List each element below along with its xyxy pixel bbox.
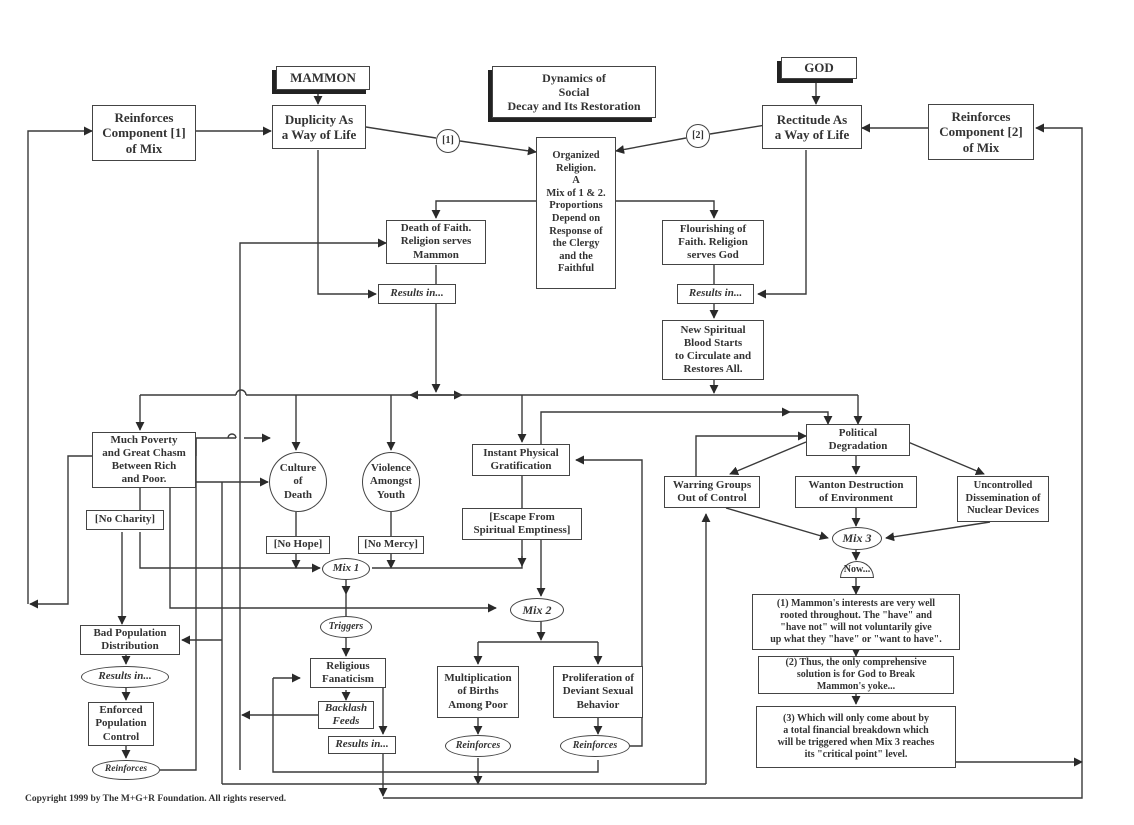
edge-rectitude-results	[757, 150, 807, 299]
edge-instant-up	[540, 407, 791, 444]
reinforces-deviant: Reinforces	[560, 735, 630, 757]
reinforces-component-1: Reinforces Component [1] of Mix	[92, 105, 196, 161]
edge-warring-mix3	[725, 507, 829, 541]
step-3-financial-breakdown: (3) Which will only come about by a tota…	[756, 706, 956, 768]
diagram-title: Dynamics of Social Decay and Its Restora…	[492, 66, 656, 118]
triggers: Triggers	[320, 616, 372, 638]
edge-duplicity-results	[317, 150, 377, 299]
results-in-fanaticism: Results in...	[328, 736, 396, 754]
multiplication-of-births: Multiplication of Births Among Poor	[437, 666, 519, 718]
edge-religion-death	[431, 200, 536, 219]
edge-loop-reinforces2	[1035, 123, 1083, 762]
results-in-right: Results in...	[677, 284, 754, 304]
mix-2: Mix 2	[510, 598, 564, 622]
wanton-destruction: Wanton Destruction of Environment	[795, 476, 917, 508]
backlash-feeds: Backlash Feeds	[318, 701, 374, 729]
step-2-god-break-yoke: (2) Thus, the only comprehensive solutio…	[758, 656, 954, 694]
mix-1: Mix 1	[322, 558, 370, 580]
marker-component-1: [1]	[436, 129, 460, 153]
escape-spiritual-emptiness: [Escape From Spiritual Emptiness]	[462, 508, 582, 540]
warring-groups: Warring Groups Out of Control	[664, 476, 760, 508]
results-in-left: Results in...	[378, 284, 456, 304]
edge-poverty-loop	[29, 455, 92, 609]
edge-mix1-right	[372, 556, 523, 569]
edge-duplicity-marker1	[365, 126, 437, 139]
edge-religion-flourish	[616, 200, 719, 219]
edge-marker1-religion	[459, 140, 537, 156]
flourishing-of-faith: Flourishing of Faith. Religion serves Go…	[662, 220, 764, 265]
new-spiritual-blood: New Spiritual Blood Starts to Circulate …	[662, 320, 764, 380]
edge-loop-reinforces1	[27, 126, 93, 604]
bad-population-distribution: Bad Population Distribution	[80, 625, 180, 655]
edge-nuclear-mix3	[885, 521, 991, 542]
organized-religion: Organized Religion. A Mix of 1 & 2. Prop…	[536, 137, 616, 289]
religious-fanaticism: Religious Fanaticism	[310, 658, 386, 688]
political-degradation: Political Degradation	[806, 424, 910, 456]
edge-reinforces-up	[160, 438, 197, 771]
culture-of-death: Culture of Death	[269, 452, 327, 512]
duplicity-way-of-life: Duplicity As a Way of Life	[272, 105, 366, 149]
source-god: GOD	[781, 57, 857, 79]
no-mercy: [No Mercy]	[358, 536, 424, 554]
edge-nocharity-mix1	[139, 532, 321, 573]
rectitude-way-of-life: Rectitude As a Way of Life	[762, 105, 862, 149]
copyright-notice: Copyright 1999 by The M+G+R Foundation. …	[25, 794, 287, 804]
now: Now...	[840, 561, 874, 578]
step-1-mammon-interests: (1) Mammon's interests are very well roo…	[752, 594, 960, 650]
reinforces-population: Reinforces	[92, 760, 160, 780]
deviant-sexual-behavior: Proliferation of Deviant Sexual Behavior	[553, 666, 643, 718]
edge-poverty-culture-top	[195, 438, 270, 456]
violence-amongst-youth: Violence Amongst Youth	[362, 452, 420, 512]
edge-warring-up	[695, 431, 807, 476]
results-in-population: Results in...	[81, 666, 169, 688]
edge-reinforces-instant	[575, 455, 643, 747]
no-charity: [No Charity]	[86, 510, 164, 530]
instant-gratification: Instant Physical Gratification	[472, 444, 570, 476]
edge-poverty-mix2	[169, 488, 497, 613]
no-hope: [No Hope]	[266, 536, 330, 554]
reinforces-births: Reinforces	[445, 735, 511, 757]
edge-rectitude-marker2	[709, 123, 773, 135]
source-mammon: MAMMON	[276, 66, 370, 90]
edge-political-warring	[729, 441, 807, 476]
edge-political-nuclear	[907, 441, 985, 476]
edge-loop-death	[239, 238, 387, 770]
marker-component-2: [2]	[686, 124, 710, 148]
reinforces-component-2: Reinforces Component [2] of Mix	[928, 104, 1034, 160]
enforced-population-control: Enforced Population Control	[88, 702, 154, 746]
nuclear-devices: Uncontrolled Dissemination of Nuclear De…	[957, 476, 1049, 522]
mix-3: Mix 3	[832, 527, 882, 550]
much-poverty: Much Poverty and Great Chasm Between Ric…	[92, 432, 196, 488]
edge-marker2-religion	[615, 137, 687, 154]
edge-loop-fanaticism	[272, 678, 599, 773]
death-of-faith: Death of Faith. Religion serves Mammon	[386, 220, 486, 264]
